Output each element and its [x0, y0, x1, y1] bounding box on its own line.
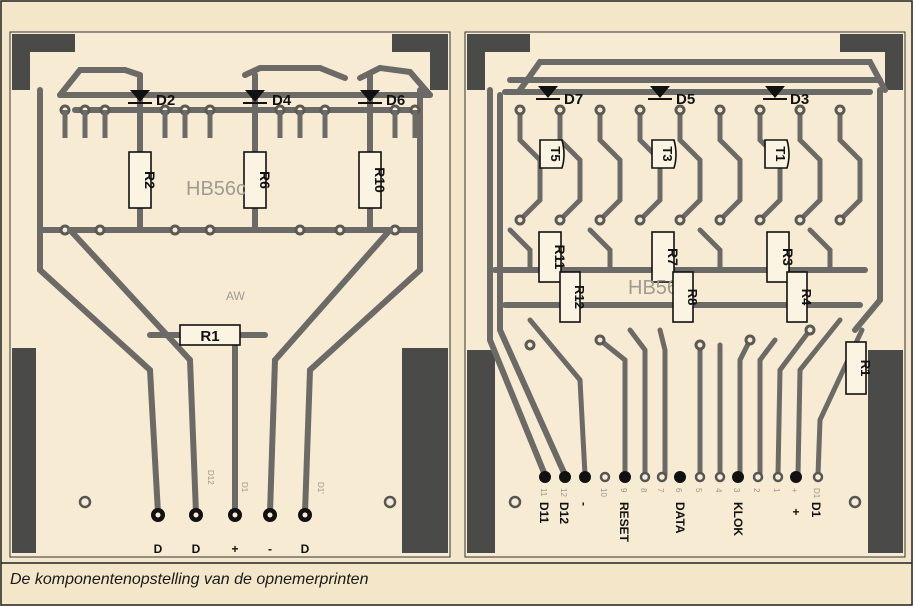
left-corner-pad-tr: [392, 34, 448, 90]
left-diode-1-label: D2: [156, 92, 175, 109]
left-side-pad-r: [402, 348, 448, 553]
right-connector-label-minus: -: [577, 502, 591, 506]
left-h-resistor-body: [179, 324, 241, 346]
right-pin-number-4: 9: [619, 488, 628, 493]
right-pin-number-2: 12: [559, 488, 568, 497]
left-funnel-traces: [37, 227, 423, 516]
right-diode-1-label: D7: [564, 91, 583, 108]
left-board-id: HB56c: [186, 178, 246, 200]
right-upper-resistor-1-label: R11: [552, 245, 568, 270]
left-connector-4-label: -: [268, 542, 272, 556]
right-pin-number-8: 5: [694, 488, 703, 493]
right-lower-resistor-3-label: R4: [799, 289, 814, 306]
right-connector-label-d11: D11: [537, 502, 551, 524]
right-transistor-3-label: T1: [773, 146, 788, 161]
right-side-resistor-body: [845, 341, 867, 395]
right-corner-pad-tl: [467, 34, 530, 90]
right-lower-resistor-1-label: R12: [572, 285, 587, 309]
right-pin-number-12: 1: [772, 488, 781, 493]
right-board: D7 D5 D3 T5 T3 T1 R11 R7 R3 HB56d R12 R8: [464, 31, 906, 558]
right-pin-number-9: 4: [714, 488, 723, 493]
right-lower-resistor-2-label: R8: [685, 289, 700, 306]
left-diode-3-label: D6: [386, 92, 405, 109]
right-connector-label-reset: RESET: [617, 502, 631, 543]
right-pin-number-14: D1: [812, 488, 821, 499]
left-diode-2-label: D4: [272, 92, 292, 109]
right-connector-label-d1: D1: [809, 502, 823, 518]
right-side-pad-l: [467, 350, 495, 553]
right-connector-label-d12: D12: [557, 502, 571, 524]
right-lower-resistor-bodies: [559, 271, 808, 323]
right-connector-label-plus: +: [792, 505, 799, 519]
right-upper-resistor-bodies: [538, 231, 790, 283]
right-pin-number-1: 11: [539, 488, 548, 497]
figure-caption: De komponentenopstelling van de opnemerp…: [10, 571, 369, 588]
left-board: D2 D4 D6 R2 R6 R10 HB56c AW R1 D12 D1 D1…: [9, 31, 451, 558]
right-diode-3-label: D3: [790, 91, 809, 108]
right-connector-label-klok: KLOK: [731, 502, 745, 536]
left-connector-holes: [155, 512, 308, 518]
left-connector-1-label: D: [154, 542, 163, 556]
right-pin-number-5: 8: [639, 488, 648, 493]
left-resistor-bodies: [128, 151, 382, 209]
right-transistor-2-label: T3: [660, 146, 675, 161]
left-h-resistor-label: R1: [200, 328, 219, 345]
left-pad-label-1: D12: [206, 470, 215, 485]
right-transistor-bodies: [539, 139, 790, 169]
left-connector-3-label: +: [231, 542, 238, 556]
left-mounting-holes: [78, 495, 397, 509]
right-pin-number-3: 10: [599, 488, 608, 497]
right-pin-number-13: +: [790, 488, 799, 493]
left-resistor-3-label: R10: [372, 167, 388, 193]
right-side-pad-r: [868, 350, 903, 553]
left-short-traces: [62, 110, 418, 138]
right-diodes: [536, 86, 787, 100]
left-pad-label-2: D1: [240, 482, 249, 493]
right-pin-number-6: 7: [656, 488, 665, 493]
right-diode-2-label: D5: [676, 91, 695, 108]
right-upper-resistor-2-label: R7: [665, 248, 681, 266]
right-transistor-1-label: T5: [548, 146, 563, 161]
right-mounting-holes: [508, 495, 862, 509]
left-board-marking: AW: [226, 289, 246, 303]
right-connector-label-data: DATA: [673, 502, 687, 534]
left-corner-pad-tl: [12, 34, 75, 90]
right-pad-row: [514, 104, 846, 351]
left-connector-5-label: D: [301, 542, 310, 556]
left-resistor-1-label: R2: [142, 171, 158, 189]
right-connector-pads: [539, 471, 802, 483]
right-pin-number-11: 2: [752, 488, 761, 493]
right-side-resistor-label: R1: [858, 360, 873, 377]
right-open-pads: [599, 471, 824, 483]
right-upper-resistor-3-label: R3: [780, 248, 796, 266]
left-pad-label-3: D1': [316, 482, 325, 494]
right-corner-pad-tr: [840, 34, 903, 90]
right-pin-number-7: 6: [674, 488, 683, 493]
right-pin-number-10: 3: [732, 488, 741, 493]
left-connector-2-label: D: [192, 542, 201, 556]
left-side-pad-l: [12, 348, 36, 553]
left-resistor-2-label: R6: [257, 171, 273, 189]
left-diodes: [128, 90, 382, 104]
